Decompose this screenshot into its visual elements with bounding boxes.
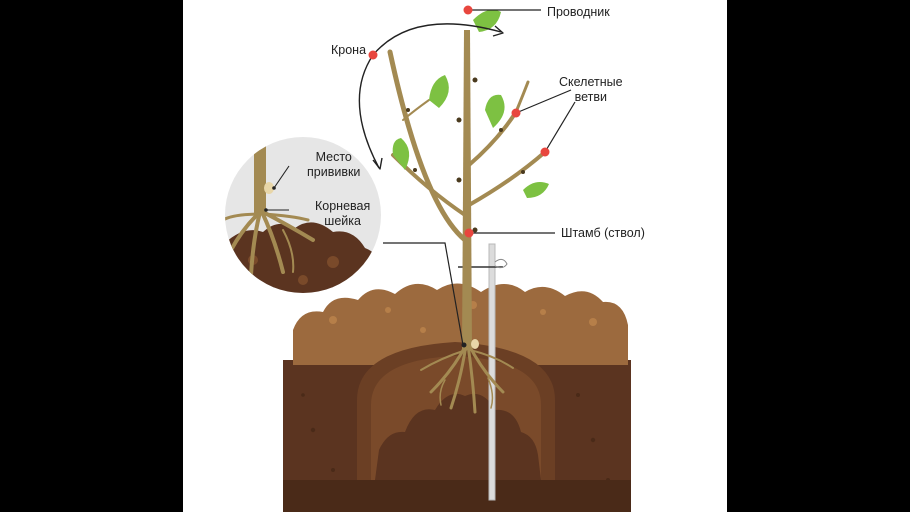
diagram-panel: Проводник Крона Скелетные ветви Штамб (с… — [183, 0, 727, 512]
marker-conductor — [463, 5, 473, 15]
soil-block — [283, 283, 631, 512]
label-root-collar: Корневая шейка — [315, 199, 370, 229]
tree — [387, 9, 549, 350]
label-skeletal-line-2: ветви — [574, 90, 607, 104]
label-graft-site: Место прививки — [307, 150, 360, 180]
markers — [368, 5, 550, 238]
leader-lines — [383, 9, 576, 346]
label-skeletal-branches: Скелетные ветви — [559, 75, 623, 105]
marker-crown — [368, 50, 378, 60]
label-crown: Крона — [331, 43, 367, 57]
label-collar-line-1: Корневая — [315, 199, 371, 213]
label-trunk: Штамб (ствол) — [561, 226, 645, 240]
label-graft-line-2: прививки — [307, 165, 361, 179]
graft-point — [461, 342, 467, 348]
marker-skeletal-2 — [540, 147, 550, 157]
label-skeletal-line-1: Скелетные — [559, 75, 623, 89]
crown-arrow — [358, 23, 504, 170]
marker-trunk — [464, 228, 474, 238]
marker-skeletal-1 — [511, 108, 521, 118]
label-collar-line-2: шейка — [324, 214, 361, 228]
label-conductor: Проводник — [547, 5, 610, 19]
tree-planting-diagram — [225, 5, 631, 512]
label-graft-line-1: Место — [315, 150, 352, 164]
leaves — [392, 9, 549, 198]
